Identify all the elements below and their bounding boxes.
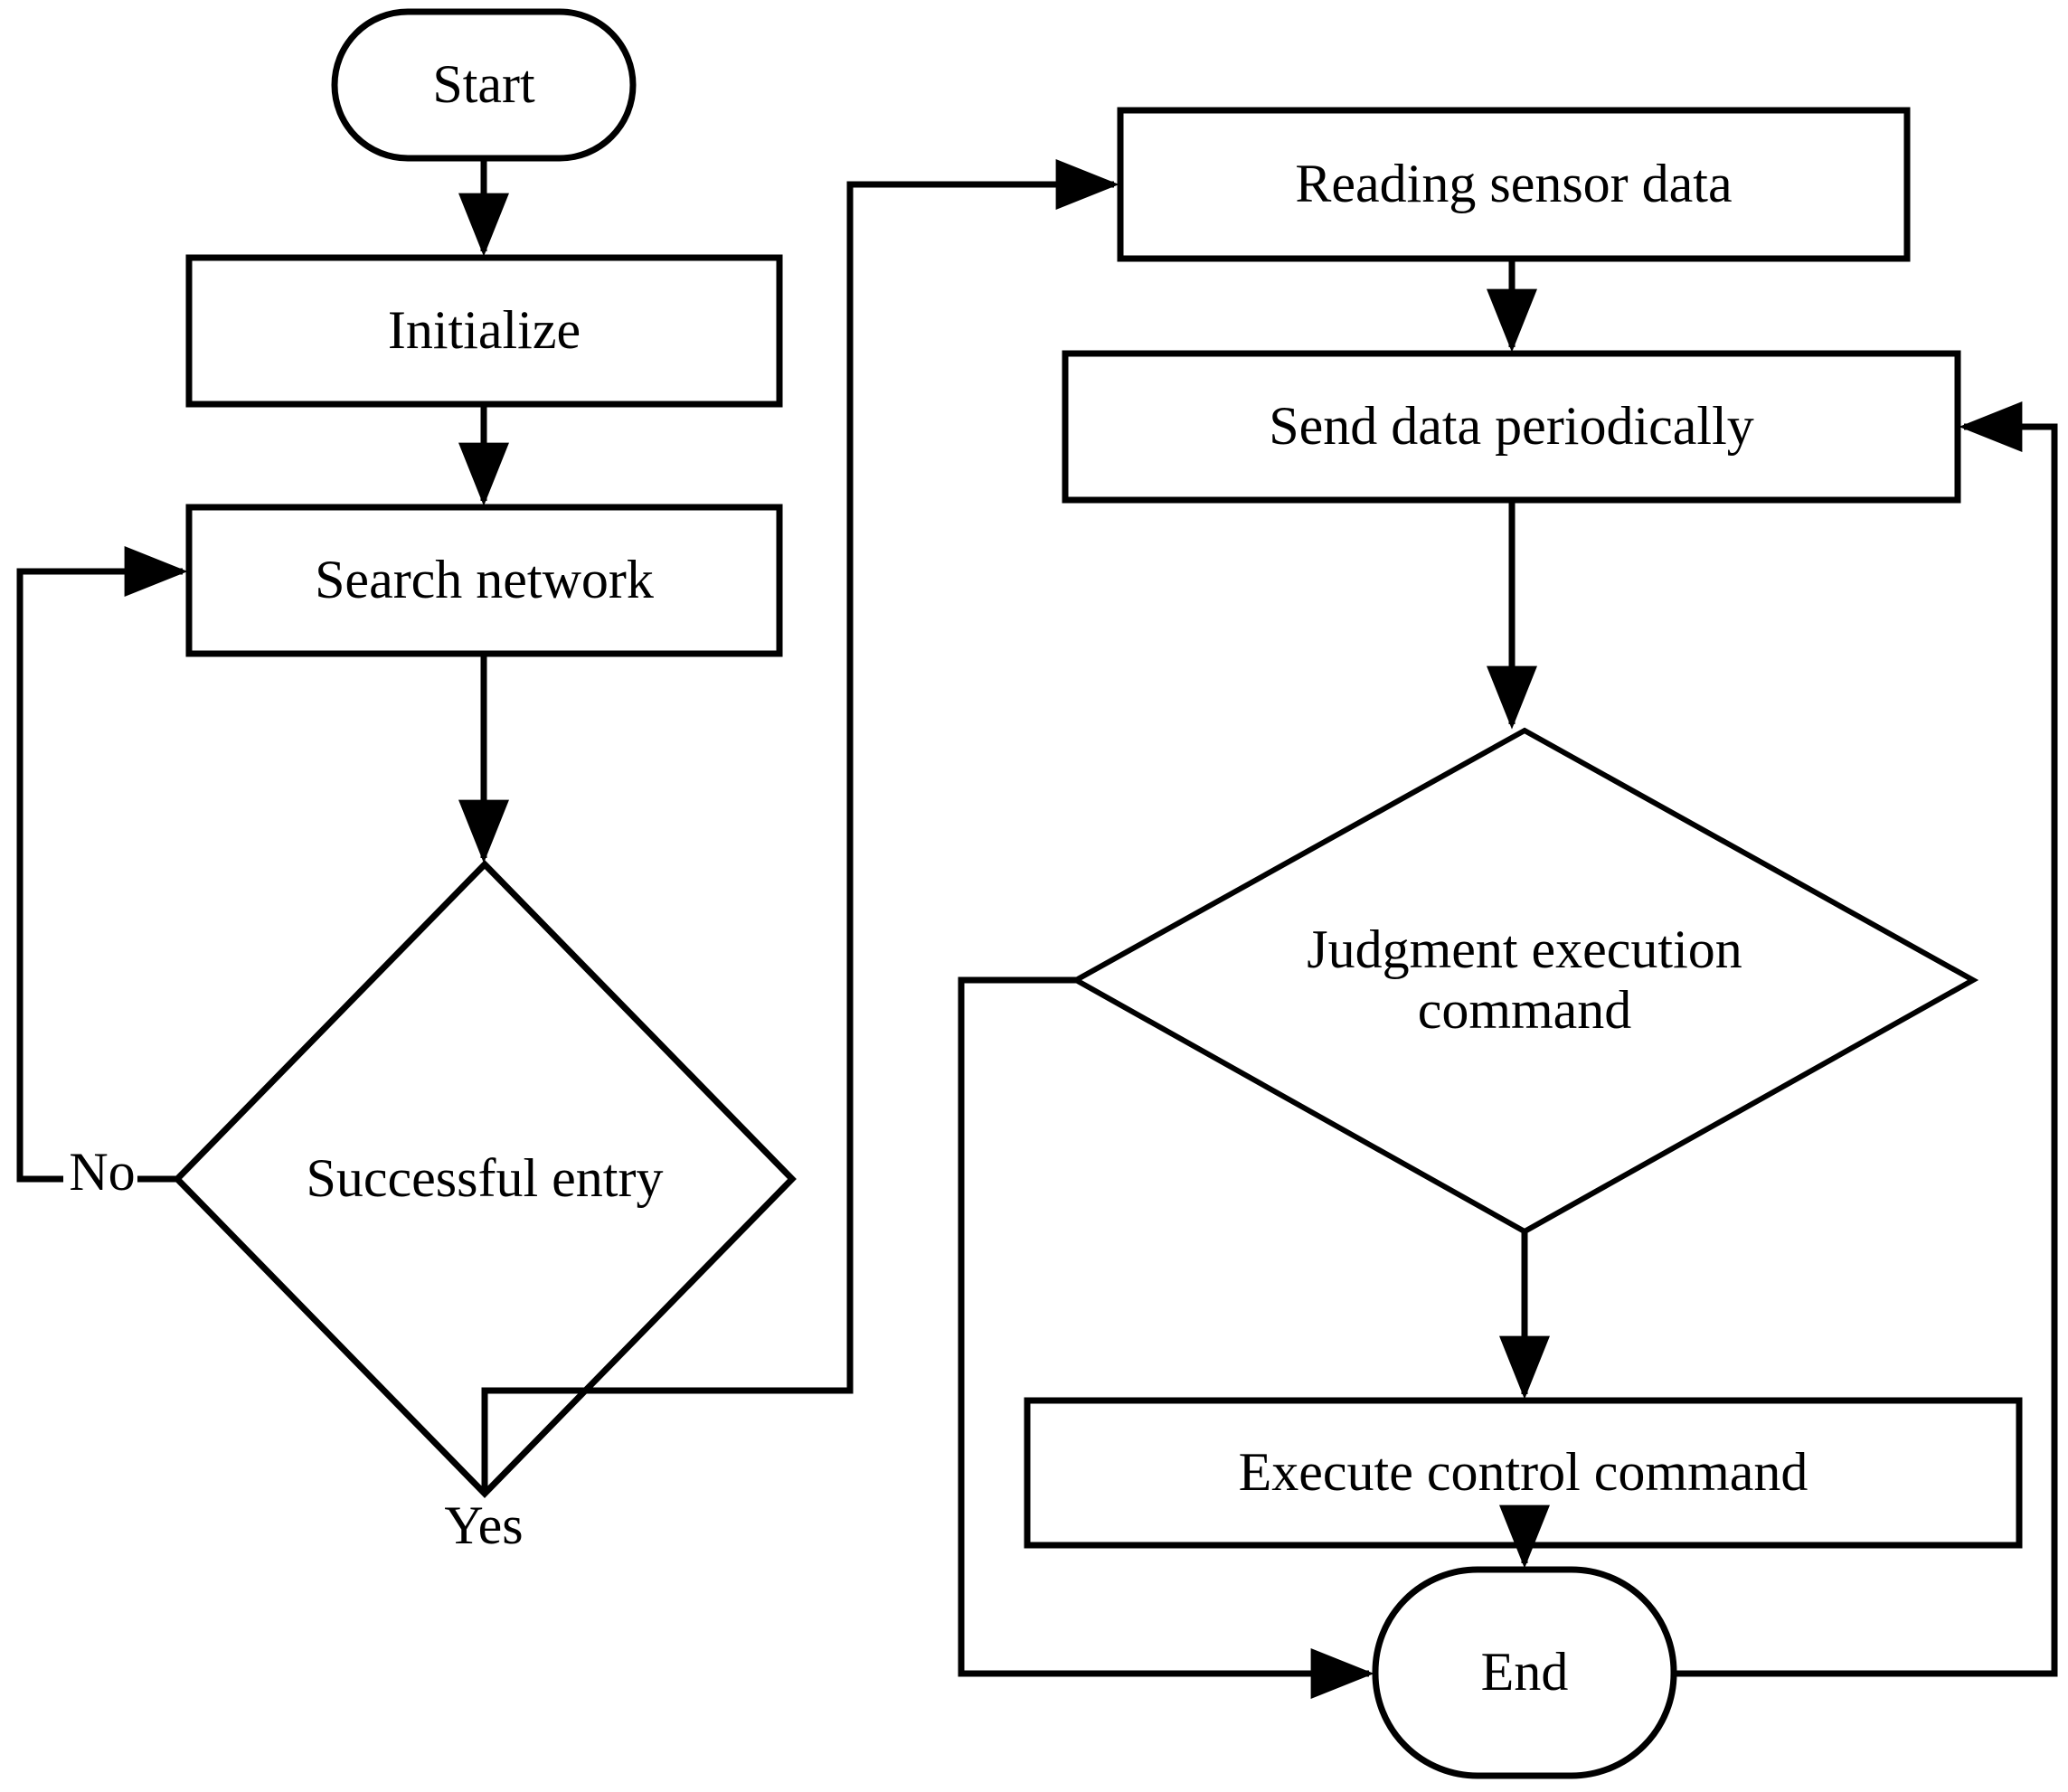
edge-label-yes: Yes — [444, 1495, 524, 1555]
node-end-shape — [1372, 1566, 1677, 1779]
node-start-shape — [331, 8, 637, 162]
edge-no-loop-path — [16, 546, 188, 1183]
node-reading-sensor-data-shape — [1117, 107, 1911, 262]
edge-end-to-send-data-loop — [1674, 401, 2058, 1677]
node-search-network-shape — [185, 504, 783, 657]
node-initialize-shape — [185, 254, 783, 408]
edge-yes-to-reading-sensor-data — [481, 159, 1119, 1494]
edge-label-no: No — [69, 1142, 136, 1202]
node-judgment-execution-command-diamond — [1070, 727, 1979, 1235]
edge-judgment-to-end — [958, 976, 1374, 1699]
node-send-data-periodically-shape — [1062, 350, 1961, 504]
node-execute-control-command-shape — [1024, 1397, 2023, 1549]
